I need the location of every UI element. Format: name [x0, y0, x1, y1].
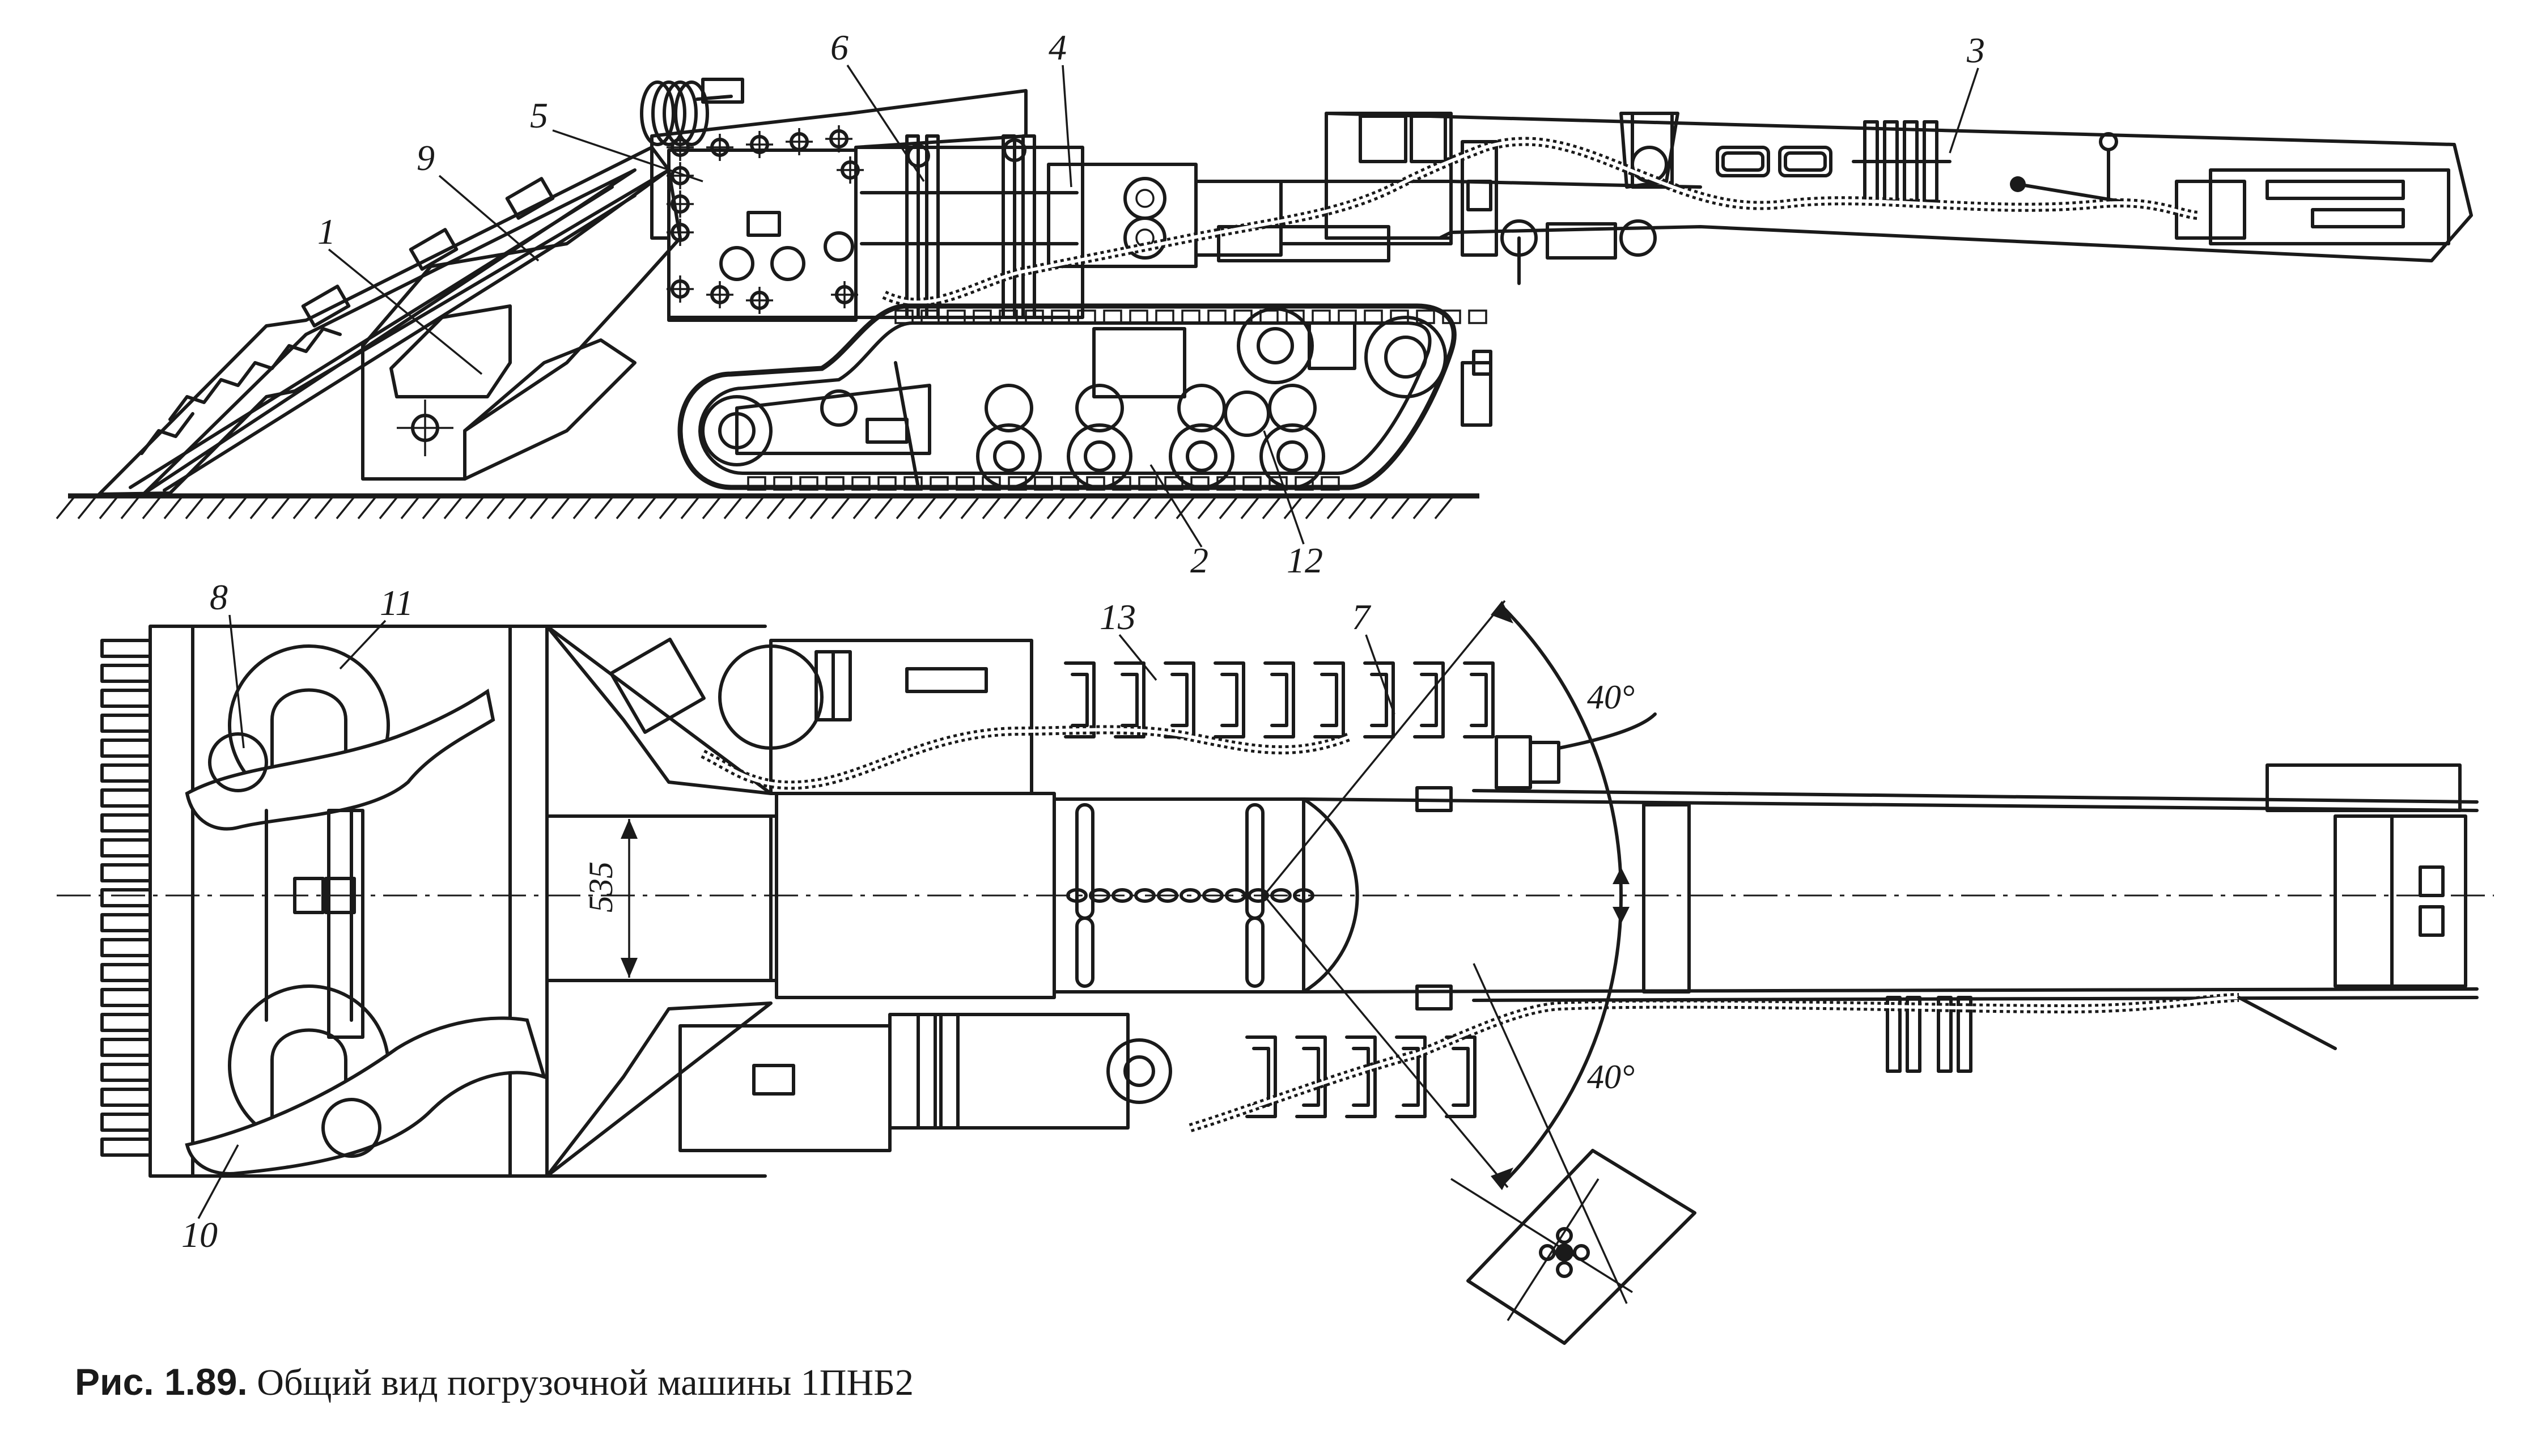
angle-upper: 40°	[1587, 678, 1635, 716]
label-11: 11	[380, 583, 413, 623]
swing-arc: 40° 40°	[1263, 600, 1635, 1190]
label-9: 9	[417, 138, 435, 178]
plan-lower-side	[545, 996, 1972, 1178]
dimension-width: 535	[582, 861, 620, 912]
caption-prefix: Рис. 1.89.	[75, 1361, 248, 1403]
label-10: 10	[181, 1215, 218, 1255]
label-2: 2	[1190, 540, 1208, 580]
loading-apron	[97, 146, 682, 496]
body-frame	[640, 78, 1453, 322]
dimension-535: 535	[582, 819, 638, 978]
label-3: 3	[1966, 30, 1985, 70]
label-13: 13	[1100, 597, 1136, 637]
label-4: 4	[1049, 27, 1067, 67]
plan-body	[545, 625, 2479, 1178]
caption-text: Общий вид погрузочной машины 1ПНБ2	[257, 1362, 914, 1403]
label-6: 6	[830, 27, 849, 67]
label-1: 1	[317, 211, 336, 252]
rotated-boom-tail	[1450, 963, 1696, 1345]
power-cable-plan	[701, 725, 2337, 1132]
plan-upper-side	[545, 625, 1657, 795]
plan-view: 40° 40° 535 8 11 13 7 10	[57, 577, 2494, 1345]
figure-caption: Рис. 1.89. Общий вид погрузочной машины …	[75, 1360, 914, 1404]
label-8: 8	[210, 577, 228, 617]
side-view-labels: 1 9 5 6 4 3 2 12	[317, 27, 1985, 580]
crawler-track	[677, 303, 1492, 491]
label-5: 5	[530, 95, 548, 135]
side-view: 1 9 5 6 4 3 2 12	[56, 27, 2473, 580]
power-cable-side	[882, 137, 2200, 307]
coil-drum	[640, 78, 744, 146]
conveyor-boom	[1325, 112, 2473, 262]
plan-apron	[100, 625, 549, 1178]
label-7: 7	[1352, 597, 1372, 637]
angle-lower: 40°	[1587, 1058, 1635, 1096]
boom-pulley	[1852, 120, 1951, 203]
label-12: 12	[1287, 540, 1323, 580]
ground-line	[56, 493, 1479, 520]
plan-view-labels: 8 11 13 7 10	[181, 577, 1395, 1255]
boom-rocker	[1461, 112, 1679, 285]
